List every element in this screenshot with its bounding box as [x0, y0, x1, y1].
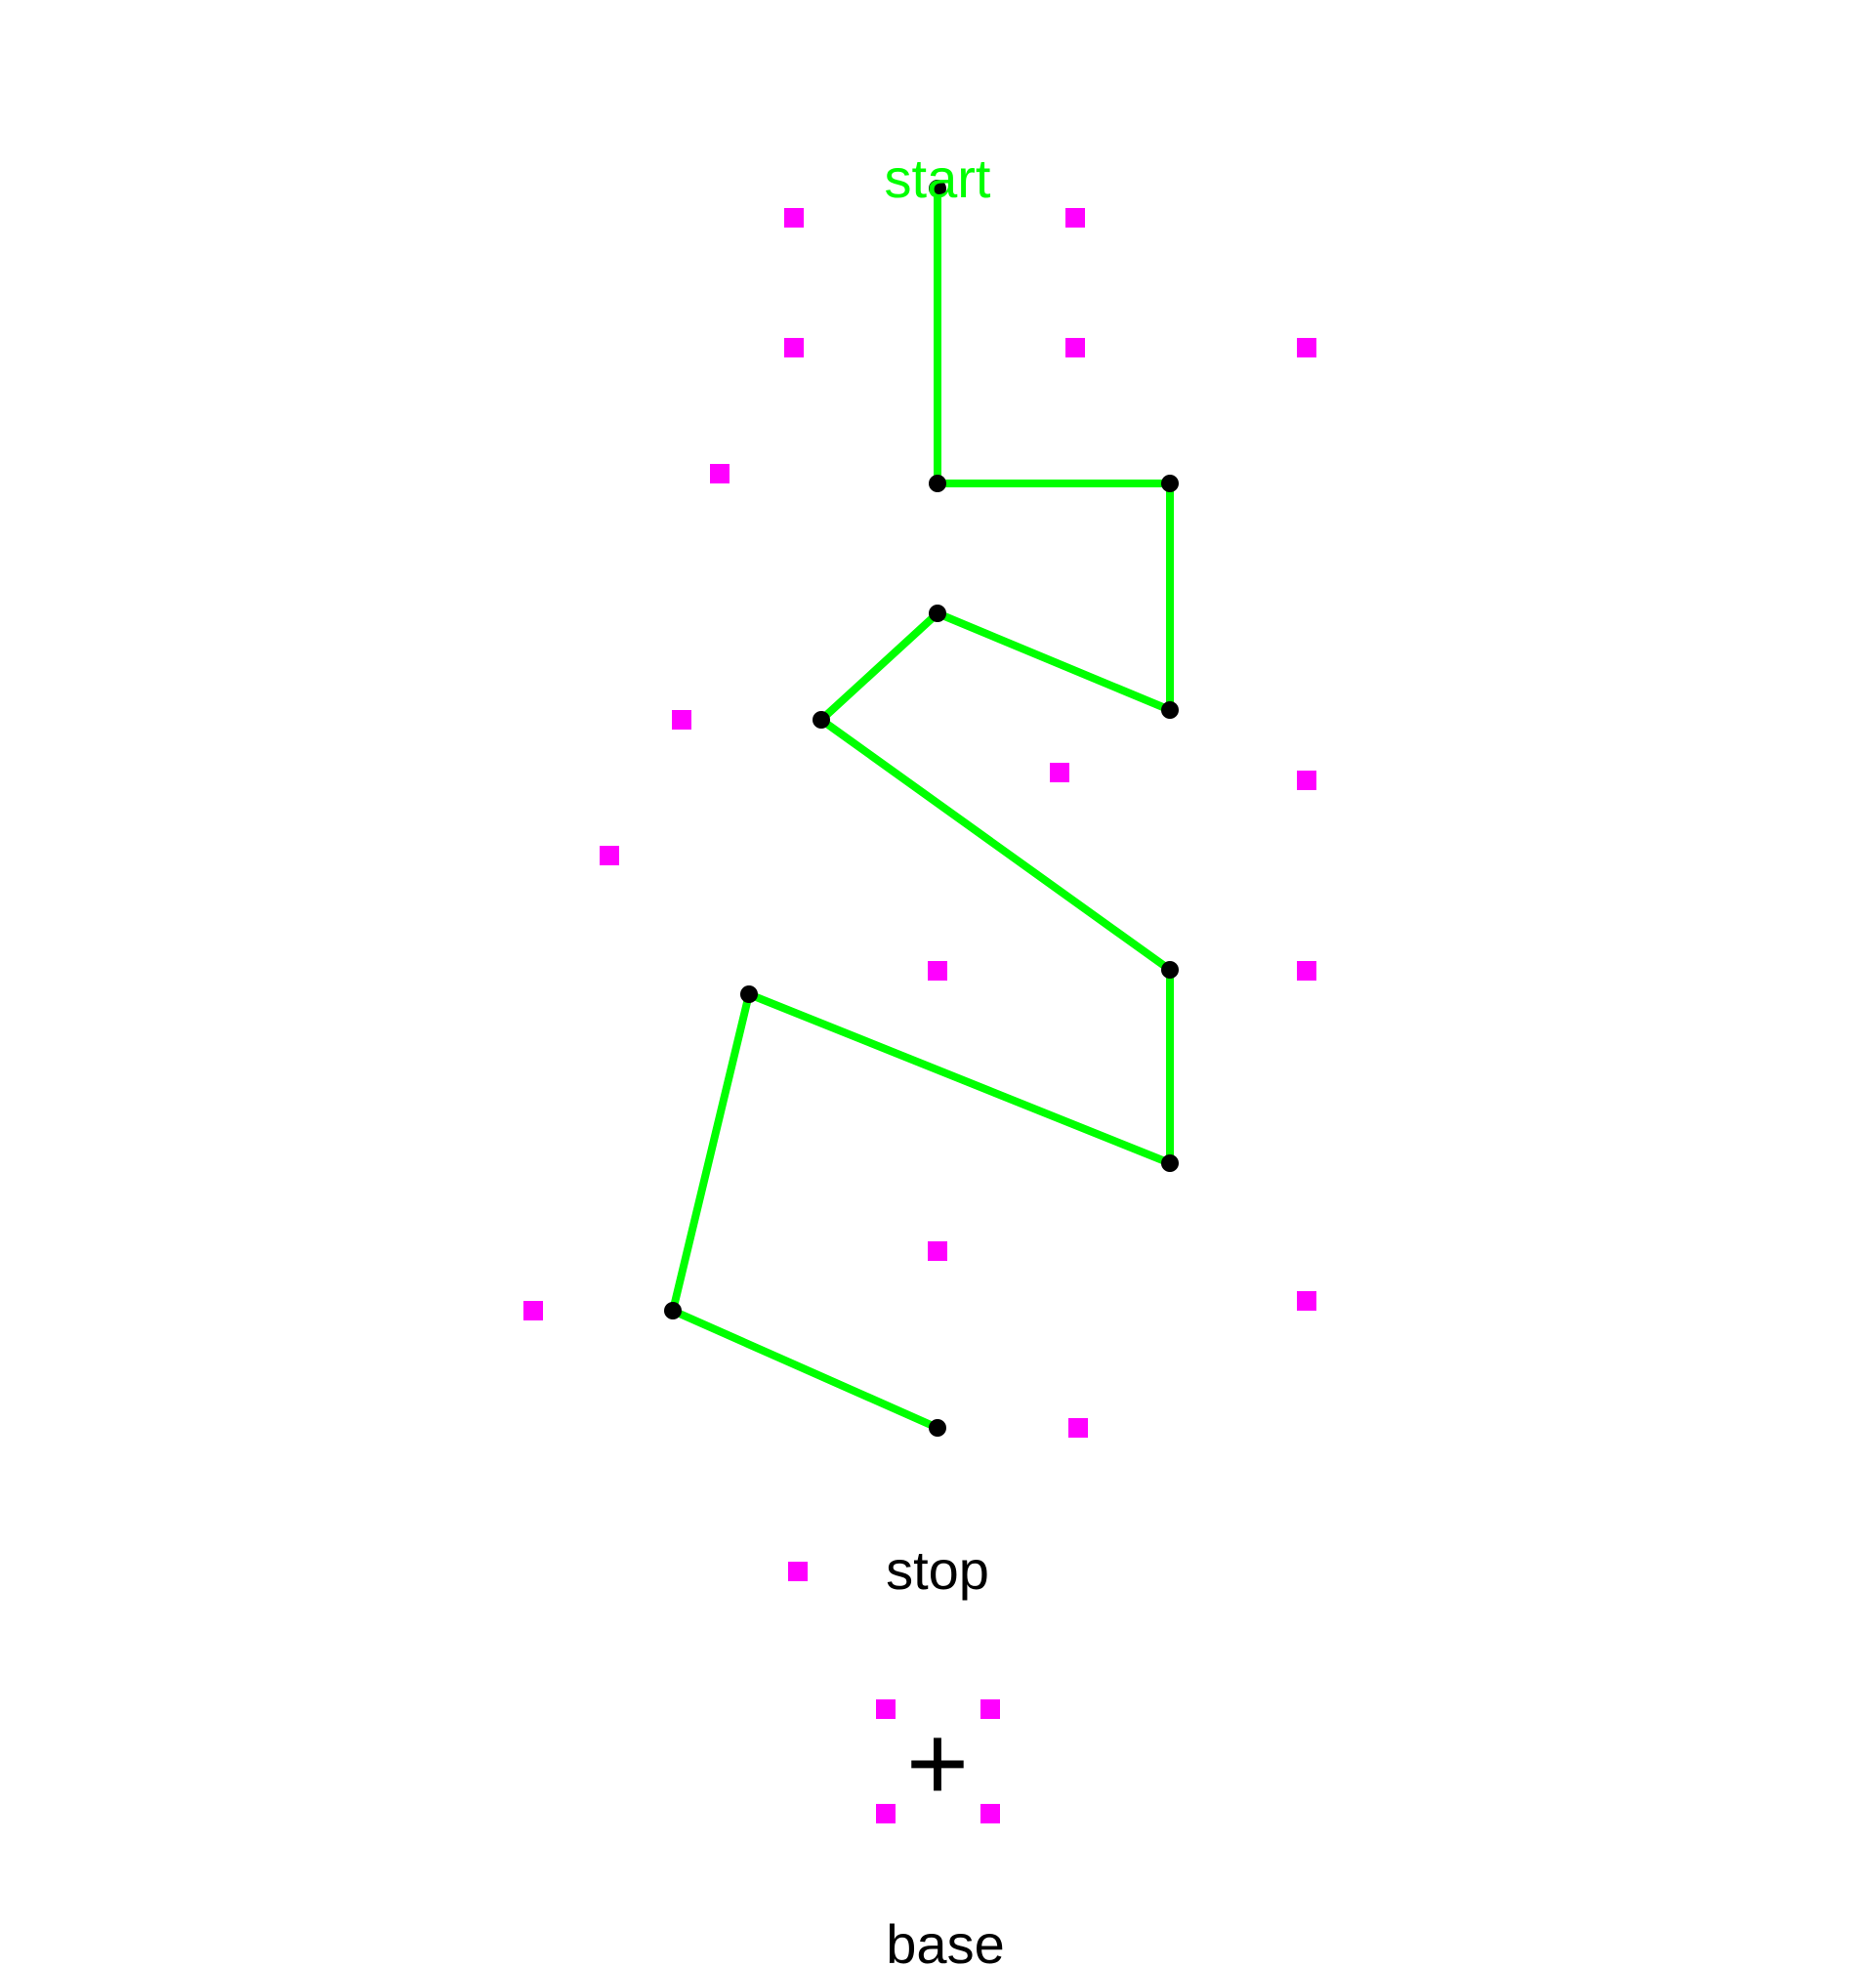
- marker-2: [1065, 208, 1085, 228]
- path-node-6: [813, 711, 830, 729]
- path-node-10: [664, 1302, 682, 1319]
- marker-18: [876, 1699, 896, 1719]
- start-label: start: [885, 147, 991, 209]
- path-node-9: [740, 985, 758, 1003]
- path-node-1: [929, 180, 946, 197]
- path-segment-9: [669, 990, 753, 1315]
- marker-21: [980, 1804, 1000, 1823]
- path-node-11: [929, 1419, 946, 1437]
- marker-11: [928, 961, 947, 981]
- marker-8: [1050, 763, 1069, 782]
- path-node-5: [929, 605, 946, 622]
- marker-12: [1297, 961, 1316, 981]
- marker-20: [876, 1804, 896, 1823]
- markers-layer: [523, 208, 1316, 1823]
- path-node-4: [1161, 701, 1179, 719]
- path-segment-6: [817, 716, 1174, 974]
- marker-5: [1297, 338, 1316, 357]
- path-node-2: [929, 475, 946, 492]
- path-segment-10: [669, 1307, 941, 1432]
- base-label: base: [886, 1913, 1004, 1967]
- marker-4: [1065, 338, 1085, 357]
- marker-13: [928, 1241, 947, 1261]
- path-segment-8: [745, 990, 1174, 1167]
- stop-label: stop: [886, 1539, 989, 1601]
- path-segment-4: [934, 609, 1174, 714]
- route-nodes: [664, 180, 1179, 1437]
- marker-19: [980, 1699, 1000, 1719]
- marker-17: [788, 1562, 808, 1581]
- path-node-8: [1161, 1154, 1179, 1172]
- path-node-7: [1161, 961, 1179, 979]
- marker-14: [523, 1301, 543, 1320]
- path-node-3: [1161, 475, 1179, 492]
- marker-3: [784, 338, 804, 357]
- base-cross-icon: +: [906, 1703, 969, 1823]
- marker-7: [672, 710, 691, 730]
- marker-16: [1068, 1418, 1088, 1438]
- marker-10: [600, 846, 619, 865]
- marker-1: [784, 208, 804, 228]
- marker-9: [1297, 771, 1316, 790]
- route-path: [669, 185, 1174, 1432]
- marker-6: [710, 464, 730, 483]
- path-segment-5: [817, 609, 941, 724]
- marker-15: [1297, 1291, 1316, 1311]
